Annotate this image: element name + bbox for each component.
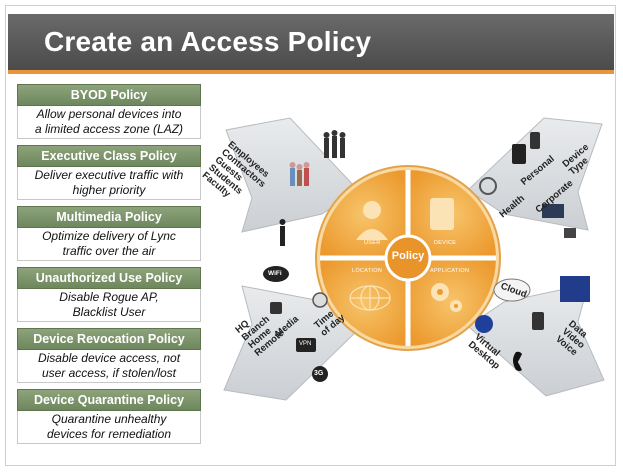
wifi-icon [263, 266, 289, 282]
students-icon [289, 162, 310, 186]
policy-desc-line: Deliver executive traffic with [34, 167, 184, 182]
policy-desc-line: Disable Rogue AP, [59, 289, 159, 304]
policy-unauthorized-use: Unauthorized Use Policy Disable Rogue AP… [17, 267, 201, 322]
threeg-icon [312, 366, 328, 382]
slide-border [5, 5, 616, 466]
user-icon [356, 201, 388, 240]
cloud-icon [493, 278, 531, 302]
slide-title: Create an Access Policy [44, 26, 372, 57]
policy-diagram: USER DEVICE LOCATION APPLICATION Policy … [200, 80, 616, 466]
policy-center-label: Policy [391, 250, 425, 262]
policy-multimedia: Multimedia Policy Optimize delivery of L… [17, 206, 201, 261]
stethoscope-icon [479, 177, 497, 195]
gears-icon [431, 283, 462, 312]
tablet-icon [430, 198, 454, 230]
media-device-icon [532, 312, 544, 330]
policy-desc-line: Optimize delivery of Lync [42, 228, 176, 243]
data-stream-icon [560, 276, 590, 302]
quadrant-label-location: LOCATION [352, 268, 383, 274]
stopwatch-icon [312, 292, 328, 308]
policy-desc-line: Allow personal devices into [36, 106, 182, 121]
phone-icon [513, 351, 522, 371]
policy-title: Multimedia Policy [17, 206, 201, 228]
wifi-label: WiFi [268, 270, 282, 277]
policy-desc-line: a limited access zone (LAZ) [34, 121, 184, 136]
virtual-desktop-icon [475, 315, 493, 333]
diagram-graphics [223, 117, 605, 401]
quadrant-label-application: APPLICATION [430, 268, 470, 274]
policy-title: BYOD Policy [17, 84, 201, 106]
policy-title: Device Revocation Policy [17, 328, 201, 350]
media-icon [270, 302, 282, 314]
printer-icon [564, 228, 576, 238]
policy-desc-line: user access, if stolen/lost [41, 365, 177, 380]
title-accent-stripe [8, 70, 614, 74]
policy-desc-line: Blacklist User [72, 304, 146, 319]
policy-device-revocation: Device Revocation Policy Disable device … [17, 328, 201, 383]
policy-title: Device Quarantine Policy [17, 389, 201, 411]
policy-executive-class: Executive Class Policy Deliver executive… [17, 145, 201, 200]
policy-description: Disable Rogue AP,Blacklist User [17, 289, 201, 322]
policy-desc-line: higher priority [72, 182, 146, 197]
globe-icon [349, 285, 391, 311]
title-bar: Create an Access Policy [8, 14, 614, 70]
policy-desc-line: devices for remediation [46, 426, 172, 441]
policy-title: Executive Class Policy [17, 145, 201, 167]
policy-center-circle [384, 234, 432, 282]
laptop-icon [542, 204, 564, 218]
device-arrow [467, 117, 603, 231]
smartphone-icon [530, 132, 540, 149]
application-arrow [467, 283, 605, 397]
policy-title: Unauthorized Use Policy [17, 267, 201, 289]
policy-desc-line: Quarantine unhealthy [51, 411, 167, 426]
threeg-label: 3G [314, 370, 324, 377]
tablet-device-icon [512, 144, 526, 164]
policy-desc-line: Disable device access, not [37, 350, 181, 365]
quadrant-label-device: DEVICE [434, 240, 457, 246]
quadrant-location [320, 258, 408, 346]
people-icon [323, 130, 346, 158]
person-icon [279, 219, 286, 246]
vpn-label: VPN [299, 341, 312, 347]
policy-device-quarantine: Device Quarantine Policy Quarantine unhe… [17, 389, 201, 444]
quadrant-label-user: USER [364, 240, 381, 246]
vpn-icon [296, 338, 316, 352]
policy-desc-line: traffic over the air [62, 243, 156, 258]
